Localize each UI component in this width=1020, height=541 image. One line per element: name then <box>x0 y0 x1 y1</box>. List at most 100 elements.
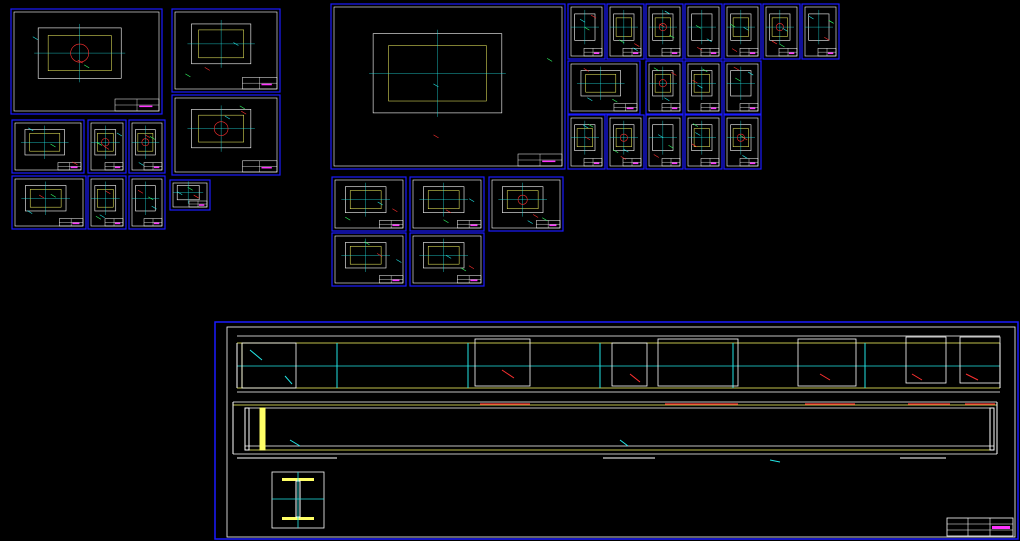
part-drawing <box>341 238 402 272</box>
part-drawing <box>804 9 834 45</box>
title-block <box>622 158 642 167</box>
main-sheet-inner-border <box>226 326 1016 538</box>
sheet-border <box>570 63 638 112</box>
sheet-frame <box>11 119 85 174</box>
sheet-bracket-b[interactable] <box>128 119 166 174</box>
girder-plan-view <box>236 335 1001 393</box>
sheet-end-plate[interactable] <box>171 8 281 93</box>
sheet-detail-r1-1[interactable] <box>567 3 606 60</box>
sheet-detail-r3-5[interactable] <box>723 114 762 170</box>
sheet-detail-r3-3[interactable] <box>645 114 684 170</box>
middle-small-sheet-group[interactable] <box>331 176 564 287</box>
sheet-frame <box>169 179 211 211</box>
sheet-detail-r3-4[interactable] <box>684 114 723 170</box>
title-block <box>114 98 160 112</box>
part-drawing <box>32 23 126 83</box>
part-drawing <box>648 120 678 158</box>
part-drawing <box>687 66 717 100</box>
title-block <box>379 220 404 229</box>
sheet-cross-beam-c[interactable] <box>488 176 564 232</box>
sheet-border <box>491 179 561 229</box>
sheet-border <box>334 235 404 284</box>
sheet-flange-a[interactable] <box>11 119 85 174</box>
sheet-frame <box>723 3 762 60</box>
top-right-sheet-group[interactable] <box>567 3 840 170</box>
sheet-frame <box>409 232 485 287</box>
sheet-detail-r3-1[interactable] <box>567 114 606 170</box>
part-drawing <box>609 9 640 52</box>
title-block <box>661 158 681 167</box>
title-block <box>143 162 163 171</box>
part-drawing <box>173 181 204 204</box>
sheet-detail-r2-2[interactable] <box>645 60 684 115</box>
title-block <box>517 153 563 167</box>
sheet-frame <box>684 60 723 115</box>
sheet-detail-r1-6[interactable] <box>762 3 801 60</box>
main-sheet-frame[interactable] <box>214 321 1019 540</box>
sheet-detail-r2-1[interactable] <box>567 60 641 115</box>
title-block <box>379 275 404 284</box>
sheet-main-assembly[interactable] <box>10 8 163 115</box>
title-block <box>536 220 561 229</box>
sheet-small-part[interactable] <box>169 179 211 211</box>
sheet-border <box>412 179 482 229</box>
title-block <box>778 48 798 57</box>
sheet-detail-r1-2[interactable] <box>606 3 645 60</box>
part-drawing <box>131 181 160 215</box>
title-block <box>700 158 720 167</box>
title-block <box>817 48 837 57</box>
sheet-frame <box>331 176 407 232</box>
sheet-frame <box>10 8 163 115</box>
title-block <box>613 103 638 112</box>
title-block <box>457 275 482 284</box>
sheet-detail-r1-4[interactable] <box>684 3 723 60</box>
sheet-border <box>174 11 278 90</box>
sheet-web-plate[interactable] <box>171 94 281 176</box>
sheet-cross-beam-b[interactable] <box>409 176 485 232</box>
sheet-frame <box>128 119 166 174</box>
title-block <box>739 103 759 112</box>
part-drawing <box>687 120 717 155</box>
part-drawing <box>648 9 678 45</box>
part-drawing <box>570 120 600 155</box>
part-drawing <box>21 181 71 215</box>
sheet-frame <box>723 114 762 170</box>
top-middle-sheet-group[interactable] <box>330 3 566 170</box>
main-girder-sheet[interactable] <box>214 321 1019 540</box>
sheet-rail-b[interactable] <box>409 232 485 287</box>
sheet-detail-r3-2[interactable] <box>606 114 645 170</box>
sheet-frame <box>645 60 684 115</box>
sheet-frame <box>567 3 606 60</box>
title-block <box>583 48 603 57</box>
part-drawing <box>20 125 78 166</box>
top-left-sheet-group[interactable] <box>10 8 281 230</box>
sheet-detail-r1-5[interactable] <box>723 3 762 60</box>
sheet-rail-a[interactable] <box>331 232 407 287</box>
title-block <box>57 162 82 171</box>
sheet-end-carriage[interactable] <box>330 3 566 170</box>
part-drawing <box>419 182 475 224</box>
sheet-detail-r1-3[interactable] <box>645 3 684 60</box>
sheet-bracket-a[interactable] <box>87 119 127 174</box>
sheet-frame <box>331 232 407 287</box>
title-block <box>700 48 720 57</box>
part-drawing <box>726 9 756 52</box>
sheet-plate-a[interactable] <box>87 175 127 230</box>
sheet-frame <box>171 94 281 176</box>
sheet-frame <box>801 3 840 60</box>
sheet-plate-b[interactable] <box>128 175 166 230</box>
title-block <box>622 48 642 57</box>
title-block <box>700 103 720 112</box>
part-drawing <box>369 29 553 139</box>
part-drawing <box>609 120 639 160</box>
sheet-detail-r2-3[interactable] <box>684 60 723 115</box>
sheet-flange-b[interactable] <box>11 175 87 230</box>
sheet-cross-beam-a[interactable] <box>331 176 407 232</box>
sheet-detail-r1-7[interactable] <box>801 3 840 60</box>
title-block <box>583 158 603 167</box>
main-title-block[interactable] <box>946 517 1014 537</box>
sheet-detail-r2-4[interactable] <box>723 60 762 115</box>
title-block <box>242 160 278 173</box>
part-drawing <box>765 9 795 48</box>
